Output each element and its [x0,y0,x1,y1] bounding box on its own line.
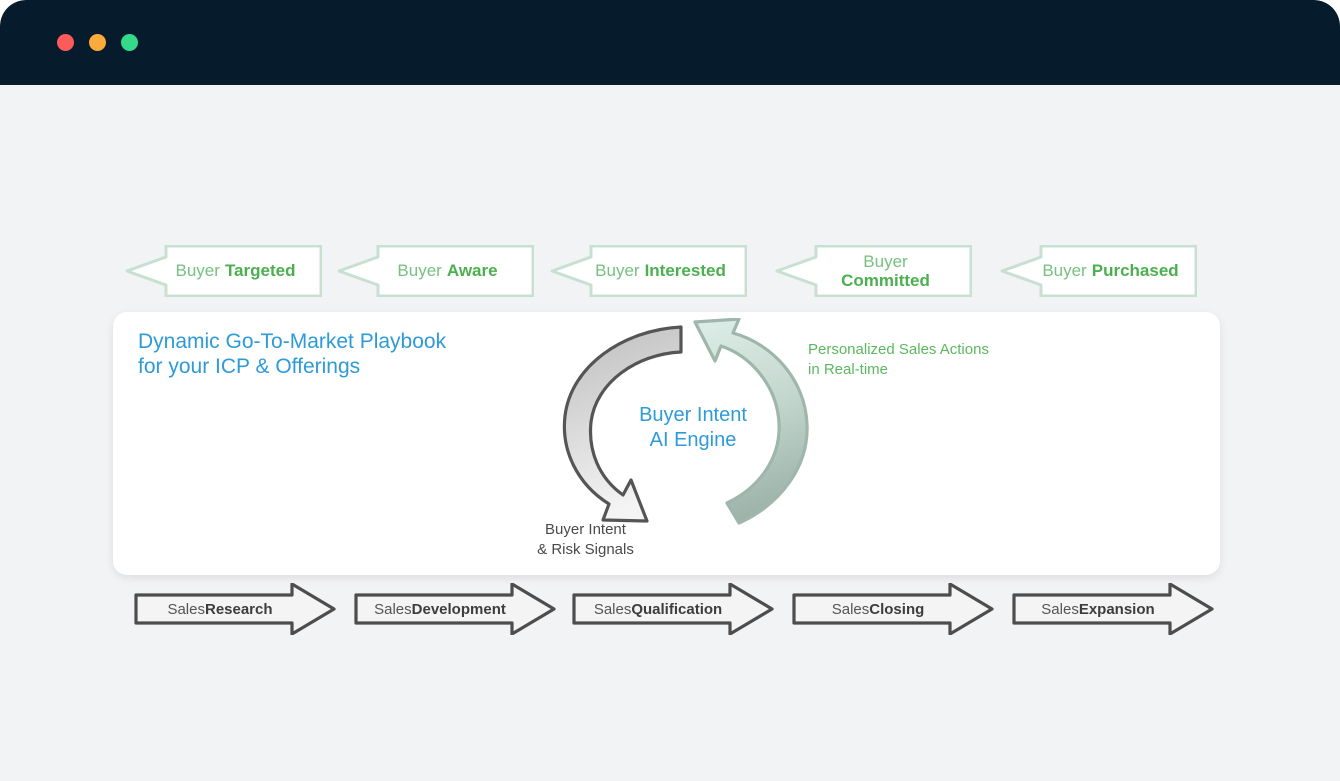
traffic-light-group [57,34,138,51]
left-arrow-icon [550,245,747,297]
stage-emphasis: Qualification [631,600,723,618]
right-arrow-icon [572,583,774,635]
stage-emphasis: Interested [644,261,726,280]
playbook-title: Dynamic Go-To-Market Playbook for your I… [138,330,447,378]
close-window-button[interactable] [57,34,74,51]
stage-emphasis: Purchased [1091,261,1179,280]
buyer-intent-signals-note: Buyer Intent & Risk Signals [537,521,634,558]
stage-prefix: Buyer [1042,261,1087,280]
stage-prefix: Sales [831,600,870,618]
buyer-intent-cycle: Buyer Intent AI Engine [543,317,843,548]
personalized-actions-note: Personalized Sales Actions in Real-time [808,341,989,378]
maximize-window-button[interactable] [121,34,138,51]
right-arrow-icon [134,583,336,635]
right-arrow-icon [354,583,556,635]
stage-prefix: Sales [374,600,412,618]
window-titlebar [0,0,1340,85]
left-arrow-icon [337,245,534,297]
stage-emphasis: Research [204,600,273,618]
left-arrow-icon [775,245,972,297]
stage-emphasis: Closing [869,600,925,618]
stage-emphasis: Development [411,600,506,618]
stage-prefix: Sales [593,600,632,618]
left-arrow-icon [125,245,322,297]
right-arrow-icon [792,583,994,635]
cycle-arrows-graphic [562,317,809,525]
stage-emphasis: Aware [446,261,498,280]
stage-prefix: Buyer [863,252,908,271]
cycle-center-label: Buyer Intent AI Engine [639,404,747,451]
stage-prefix: Sales [1041,600,1079,618]
right-arrow-icon [1012,583,1214,635]
stage-emphasis: Targeted [224,261,296,280]
stage-prefix: Buyer [595,261,640,280]
left-arrow-icon [1000,245,1197,297]
playbook-card: Dynamic Go-To-Market Playbook for your I… [113,312,1220,575]
stage-prefix: Sales [167,600,205,618]
stage-prefix: Buyer [397,261,442,280]
stage-emphasis: Committed [841,271,930,290]
minimize-window-button[interactable] [89,34,106,51]
stage-emphasis: Expansion [1078,600,1155,618]
stage-prefix: Buyer [175,261,220,280]
